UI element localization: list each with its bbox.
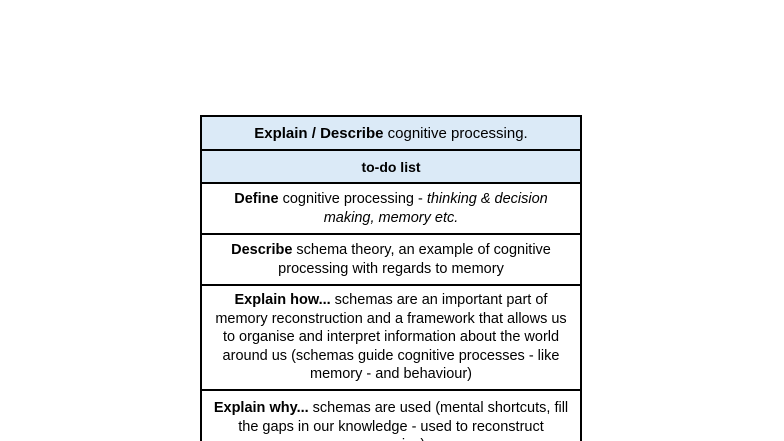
table-title: Explain / Describe cognitive processing.	[254, 125, 527, 142]
row-lead: Define	[234, 191, 279, 207]
row-body: schemas are an important part of memory …	[215, 292, 567, 383]
row-italic: thinking & decision making, memory etc.	[323, 191, 548, 226]
table-subtitle-row: to-do list	[202, 151, 580, 184]
table-title-rest: cognitive processing.	[383, 124, 528, 142]
table-row: Explain how... schemas are an important …	[202, 286, 580, 391]
row-lead: Explain why...	[213, 400, 309, 416]
table-row: Define cognitive processing - thinking &…	[202, 184, 580, 235]
row-text: Describe schema theory, an example of co…	[210, 241, 572, 278]
row-lead: Describe	[231, 242, 293, 258]
table-row: Explain why... schemas are used (mental …	[202, 391, 580, 441]
row-text: Explain how... schemas are an important …	[210, 291, 572, 384]
table-row: Describe schema theory, an example of co…	[202, 235, 580, 286]
table-title-bold: Explain / Describe	[254, 124, 384, 142]
table-title-row: Explain / Describe cognitive processing.	[202, 117, 580, 151]
row-body: schema theory, an example of cognitive p…	[278, 242, 551, 277]
row-body: cognitive processing -	[278, 191, 427, 207]
todo-table: Explain / Describe cognitive processing.…	[200, 115, 582, 441]
row-text: Explain why... schemas are used (mental …	[210, 399, 572, 441]
row-lead: Explain how...	[234, 292, 331, 309]
row-body: schemas are used (mental shortcuts, fill…	[238, 400, 569, 441]
table-subtitle: to-do list	[361, 158, 421, 175]
row-text: Define cognitive processing - thinking &…	[210, 190, 572, 227]
